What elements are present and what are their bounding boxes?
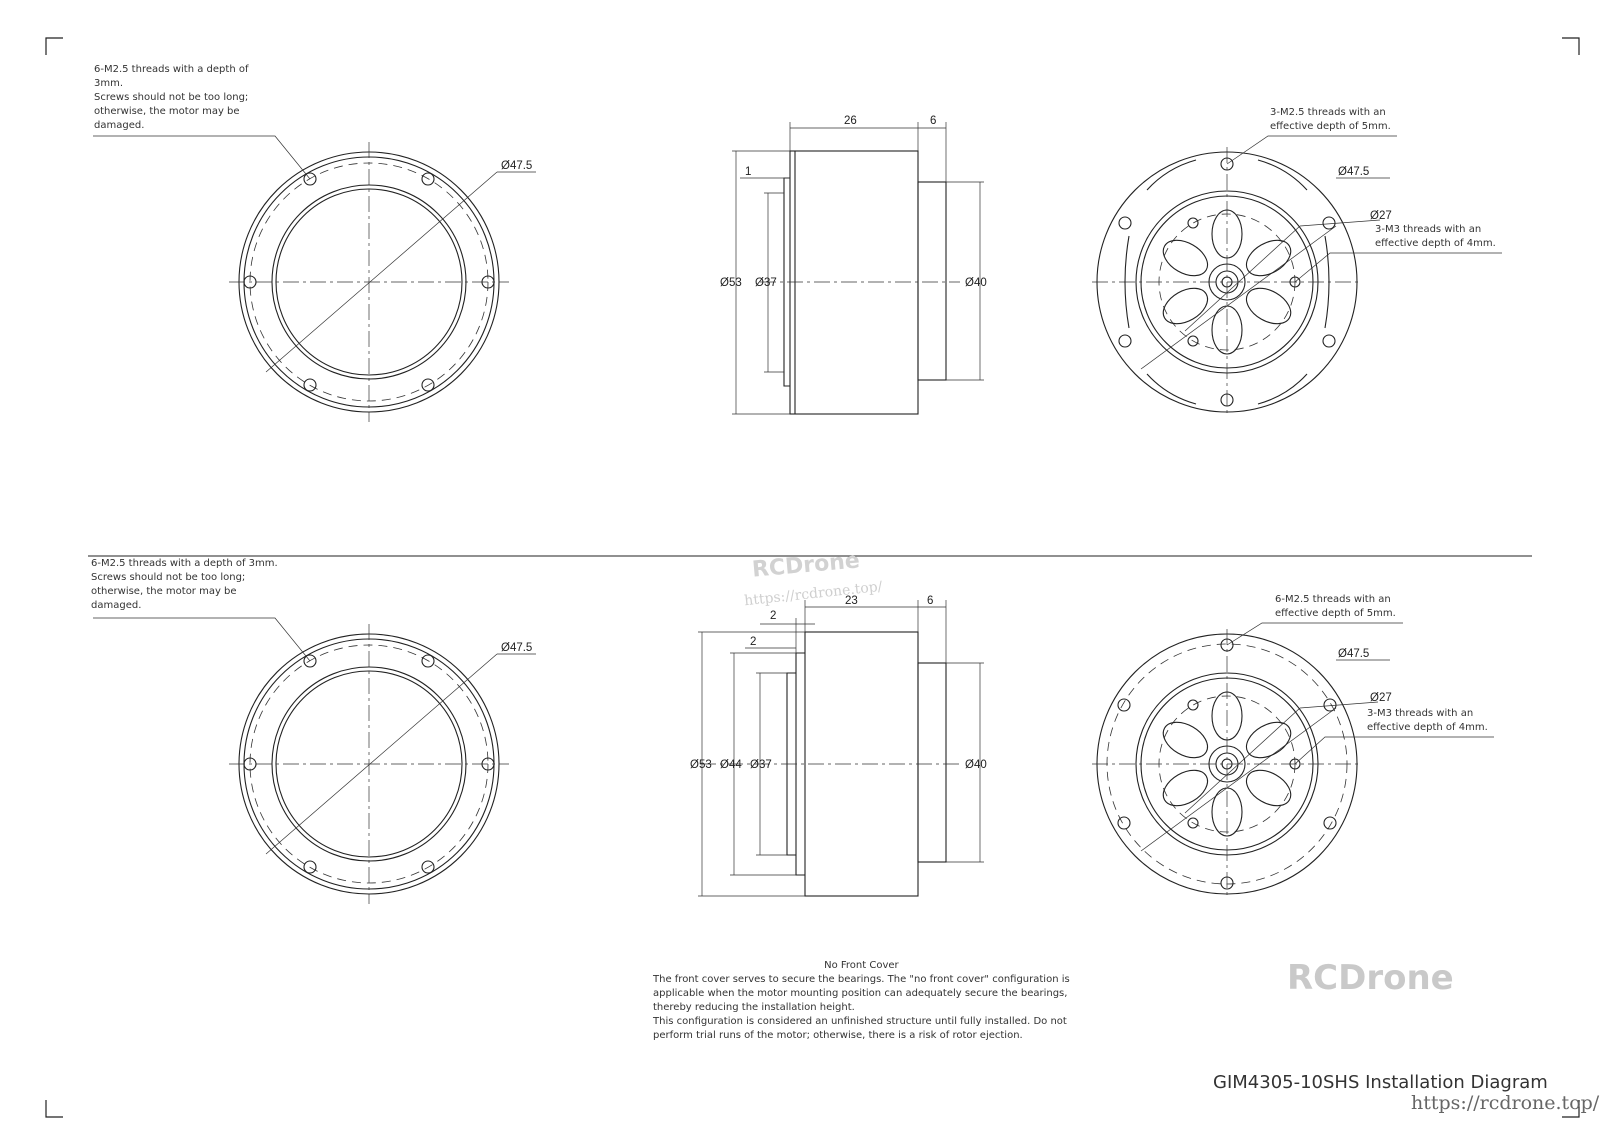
sheet-corner-marks xyxy=(45,37,1580,1118)
bottom-right-note-b: 3-M3 threads with an effective depth of … xyxy=(1367,707,1488,735)
rotor-petal xyxy=(1162,769,1209,807)
top-left-dia-label: Ø47.5 xyxy=(501,160,532,172)
top-mid-step-label: 1 xyxy=(745,166,751,178)
top-right-inner-holes xyxy=(1187,217,1301,347)
rotor-petal xyxy=(1211,305,1243,355)
rotor-petal xyxy=(1245,769,1292,807)
rotor-petal xyxy=(1245,721,1292,759)
rotor-petal xyxy=(1245,239,1292,277)
rotor-petal xyxy=(1211,691,1243,741)
corner-url-watermark: https://rcdrone.top/ xyxy=(1411,1092,1600,1114)
bottom-right-outer-holes xyxy=(1117,638,1337,890)
top-middle-side-view: 26 6 1 Ø53 Ø37 Ø40 xyxy=(720,115,987,415)
bottom-right-note-a: 6-M2.5 threads with an effective depth o… xyxy=(1275,593,1396,621)
bottom-left-face-view: Ø47.5 xyxy=(93,617,536,904)
rotor-petal xyxy=(1211,209,1243,259)
top-mid-length-label: 26 xyxy=(844,115,857,127)
bottom-mid-d40-label: Ø40 xyxy=(965,759,987,771)
no-front-cover-line: The front cover serves to secure the bea… xyxy=(653,974,1070,985)
bottom-right-rotor-view: Ø47.5 Ø27 xyxy=(1092,622,1494,899)
top-left-note-line: Screws should not be too long; xyxy=(94,92,249,103)
bottom-right-inner-holes xyxy=(1187,699,1301,829)
bottom-rotor-petals xyxy=(1162,691,1292,837)
top-right-note-b: 3-M3 threads with an effective depth of … xyxy=(1375,223,1496,251)
bottom-right-note-a-line: 6-M2.5 threads with an xyxy=(1275,594,1391,605)
top-right-outer-holes xyxy=(1118,157,1336,407)
bottom-right-note-b-line: effective depth of 4mm. xyxy=(1367,722,1488,733)
rotor-petal xyxy=(1162,287,1209,325)
bottom-left-note: 6-M2.5 threads with a depth of 3mm. Scre… xyxy=(91,557,278,613)
top-mid-d40-label: Ø40 xyxy=(965,277,987,289)
bottom-right-d475-label: Ø47.5 xyxy=(1338,648,1369,660)
bottom-mid-step-a-label: 2 xyxy=(770,610,776,622)
bottom-right-d27-label: Ø27 xyxy=(1370,692,1392,704)
top-rotor-petals xyxy=(1162,209,1292,355)
top-right-note-b-line: 3-M3 threads with an xyxy=(1375,224,1482,235)
top-right-rotor-view: Ø47.5 Ø27 xyxy=(1092,135,1502,417)
bottom-mid-d53-label: Ø53 xyxy=(690,759,712,771)
top-left-face-view: Ø47.5 xyxy=(93,135,536,422)
top-right-note-a-line: effective depth of 5mm. xyxy=(1270,121,1391,132)
top-mid-shaft-label: 6 xyxy=(930,115,936,127)
top-mid-d53-label: Ø53 xyxy=(720,277,742,289)
top-left-note-line: otherwise, the motor may be xyxy=(94,106,240,117)
bottom-right-note-a-line: effective depth of 5mm. xyxy=(1275,608,1396,619)
bottom-right-note-b-line: 3-M3 threads with an xyxy=(1367,708,1474,719)
top-left-note-line: 3mm. xyxy=(94,78,124,89)
top-right-note-b-line: effective depth of 4mm. xyxy=(1375,238,1496,249)
bottom-left-note-line: Screws should not be too long; xyxy=(91,572,246,583)
rotor-petal xyxy=(1162,721,1209,759)
bottom-mid-d37-label: Ø37 xyxy=(750,759,772,771)
rotor-petal xyxy=(1211,787,1243,837)
no-front-cover-line: applicable when the motor mounting posit… xyxy=(653,988,1068,999)
no-front-cover-line: perform trial runs of the motor; otherwi… xyxy=(653,1030,1023,1041)
bottom-left-dia-label: Ø47.5 xyxy=(501,642,532,654)
rotor-petal xyxy=(1245,287,1292,325)
top-right-arc-slots xyxy=(1124,159,1330,405)
top-right-d27-label: Ø27 xyxy=(1370,210,1392,222)
bottom-mid-length-label: 23 xyxy=(845,595,858,607)
top-right-note-a-line: 3-M2.5 threads with an xyxy=(1270,107,1386,118)
bottom-left-mounting-holes xyxy=(243,654,495,874)
corner-brand-watermark: RCDrone xyxy=(1287,958,1454,998)
bottom-left-note-line: 6-M2.5 threads with a depth of 3mm. xyxy=(91,558,278,569)
no-front-cover-line: This configuration is considered an unfi… xyxy=(653,1016,1067,1027)
top-left-note-line: damaged. xyxy=(94,120,145,131)
bottom-mid-shaft-label: 6 xyxy=(927,595,933,607)
no-front-cover-note: No Front Cover The front cover serves to… xyxy=(653,959,1070,1043)
bottom-left-note-line: otherwise, the motor may be xyxy=(91,586,237,597)
no-front-cover-title: No Front Cover xyxy=(824,960,899,971)
bottom-mid-step-b-label: 2 xyxy=(750,636,756,648)
no-front-cover-line: thereby reducing the installation height… xyxy=(653,1002,855,1013)
top-left-note-line: 6-M2.5 threads with a depth of xyxy=(94,64,249,75)
bottom-middle-side-view: 23 6 2 2 Ø53 Ø44 Ø37 Ø40 xyxy=(690,595,987,897)
drawing-title: GIM4305-10SHS Installation Diagram xyxy=(1213,1072,1548,1093)
top-right-note-a: 3-M2.5 threads with an effective depth o… xyxy=(1270,106,1391,134)
top-mid-d37-label: Ø37 xyxy=(755,277,777,289)
bottom-left-note-line: damaged. xyxy=(91,600,142,611)
rotor-petal xyxy=(1162,239,1209,277)
top-left-mounting-holes xyxy=(243,172,495,392)
top-left-note: 6-M2.5 threads with a depth of 3mm. Scre… xyxy=(94,63,248,133)
top-right-d475-label: Ø47.5 xyxy=(1338,166,1369,178)
bottom-mid-d44-label: Ø44 xyxy=(720,759,742,771)
